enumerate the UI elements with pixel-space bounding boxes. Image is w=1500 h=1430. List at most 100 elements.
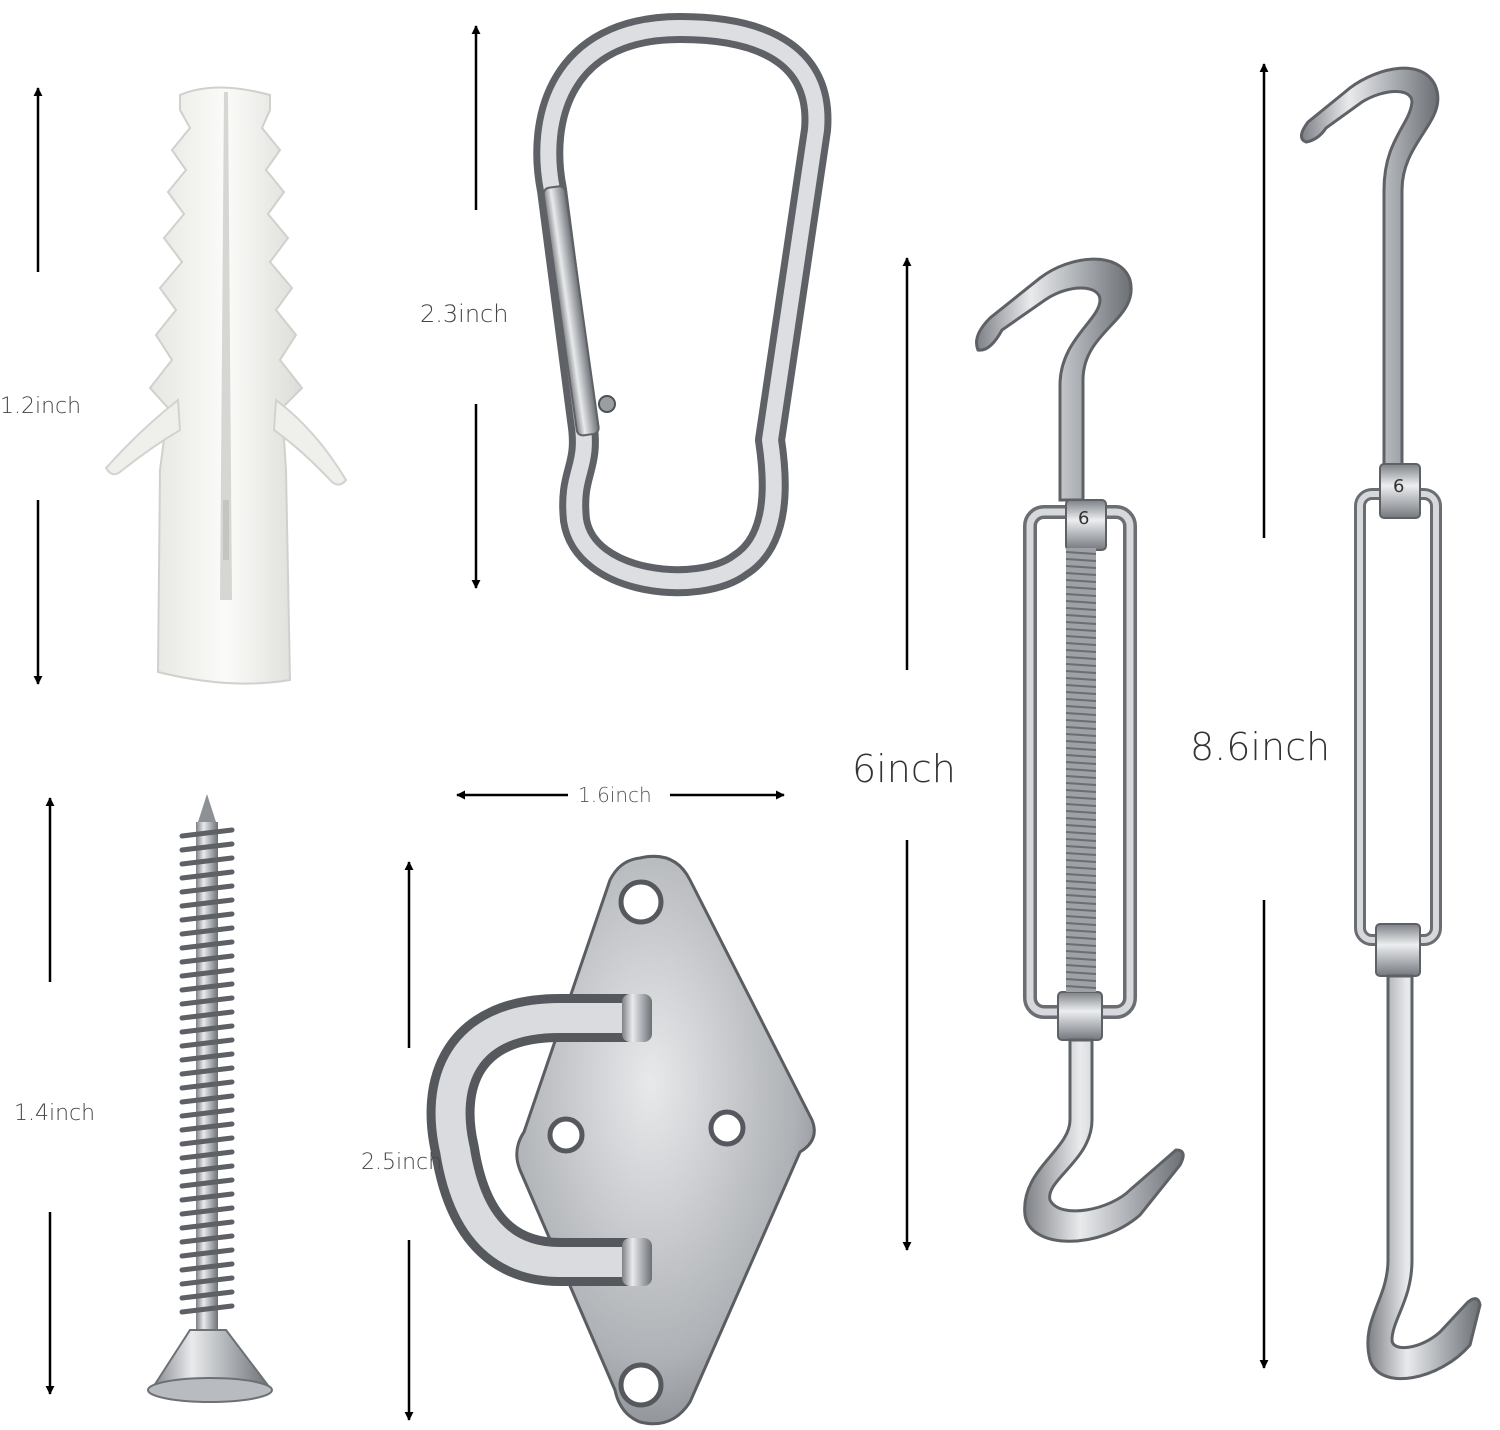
turnbuckle-thread: [1065, 670, 1097, 674]
screw-thread: [179, 869, 235, 881]
turnbuckle-thread: [1065, 691, 1097, 695]
screw-thread: [179, 827, 235, 839]
screw-thread: [179, 1107, 235, 1119]
turnbuckle-thread: [1065, 817, 1097, 821]
screw-thread: [179, 1163, 235, 1175]
turnbuckle-thread: [1065, 642, 1097, 646]
turnbuckle-thread: [1065, 628, 1097, 632]
turnbuckle-thread: [1065, 656, 1097, 660]
screw-thread: [179, 883, 235, 895]
screw-thread: [179, 939, 235, 951]
screw-thread: [179, 1261, 235, 1273]
screw-thread: [179, 1079, 235, 1091]
turnbuckle-thread: [1065, 936, 1097, 940]
screw-thread: [179, 1037, 235, 1049]
turnbuckle-thread: [1065, 754, 1097, 758]
turnbuckle-thread: [1065, 915, 1097, 919]
turnbuckle-thread: [1065, 733, 1097, 737]
screw-dimension-label: 1.4inch: [14, 1101, 96, 1126]
turnbuckle-short-image: [975, 257, 1185, 1243]
screw-thread: [179, 1009, 235, 1021]
turnbuckle-thread: [1065, 768, 1097, 772]
turnbuckle-thread: [1065, 852, 1097, 856]
screw-thread: [179, 855, 235, 867]
screw-thread: [179, 841, 235, 853]
turnbuckle-thread: [1065, 880, 1097, 884]
turnbuckle-thread: [1065, 971, 1097, 975]
screw-thread: [179, 1275, 235, 1287]
screw-thread: [179, 1051, 235, 1063]
screw-thread: [179, 1205, 235, 1217]
turnbuckle-thread: [1065, 551, 1097, 555]
turnbuckle-thread: [1065, 978, 1097, 982]
turnbuckle-thread: [1065, 950, 1097, 954]
turnbuckle-thread: [1065, 663, 1097, 667]
wall-anchor-image: [104, 86, 348, 685]
turnbuckle-thread: [1065, 824, 1097, 828]
carabiner-image: [533, 13, 832, 597]
turnbuckle-thread: [1065, 908, 1097, 912]
turnbuckle-thread: [1065, 565, 1097, 569]
turnbuckle-thread: [1065, 838, 1097, 842]
screw-image: [147, 794, 273, 1403]
turnbuckle-thread: [1065, 922, 1097, 926]
turnbuckle-thread: [1065, 831, 1097, 835]
screw-thread: [179, 1023, 235, 1035]
screw-thread: [179, 953, 235, 965]
screw-thread: [179, 1233, 235, 1245]
turnbuckle-thread: [1065, 635, 1097, 639]
padeye-width-dimension-label: 1.6inch: [578, 783, 652, 807]
turnbuckle-thread: [1065, 866, 1097, 870]
screw-thread: [179, 925, 235, 937]
turnbuckle-thread: [1065, 705, 1097, 709]
anchor-dimension-label: 1.2inch: [0, 394, 82, 419]
turnbuckle-thread: [1065, 719, 1097, 723]
turnbuckle-thread: [1065, 614, 1097, 618]
turnbuckle-thread: [1065, 579, 1097, 583]
turnbuckle-thread: [1065, 789, 1097, 793]
screw-thread: [179, 1191, 235, 1203]
turnbuckle-thread: [1065, 593, 1097, 597]
turnbuckle-thread: [1065, 859, 1097, 863]
turnbuckle-thread: [1065, 887, 1097, 891]
turnbuckle-thread: [1065, 684, 1097, 688]
screw-thread: [179, 1149, 235, 1161]
turnbuckle-thread: [1065, 726, 1097, 730]
turnbuckle-short-nut-number: 6: [1078, 508, 1090, 529]
turnbuckle-thread: [1065, 810, 1097, 814]
turnbuckle-thread: [1065, 747, 1097, 751]
turnbuckle-thread: [1065, 572, 1097, 576]
screw-thread: [179, 1219, 235, 1231]
turnbuckle-thread: [1065, 558, 1097, 562]
turnbuckle-long-nut-number: 6: [1393, 476, 1405, 497]
turnbuckle-thread: [1065, 649, 1097, 653]
screw-thread: [179, 1065, 235, 1077]
turnbuckle-thread: [1065, 796, 1097, 800]
screw-thread: [179, 995, 235, 1007]
turnbuckle-thread: [1065, 901, 1097, 905]
padeye-height-dimension-label: 2.5inch: [361, 1150, 443, 1175]
turnbuckle-thread: [1065, 607, 1097, 611]
turnbuckle-thread: [1065, 712, 1097, 716]
turnbuckle-thread: [1065, 775, 1097, 779]
screw-thread: [179, 1247, 235, 1259]
screw-thread: [179, 967, 235, 979]
turnbuckle-thread: [1065, 761, 1097, 765]
turnbuckle-thread: [1065, 586, 1097, 590]
turnbuckle-thread: [1065, 740, 1097, 744]
turnbuckle-thread: [1065, 677, 1097, 681]
turnbuckle-thread: [1065, 929, 1097, 933]
turnbuckle-long-image: [1300, 66, 1482, 1381]
turnbuckle-thread: [1065, 621, 1097, 625]
turnbuckle-thread: [1065, 957, 1097, 961]
carabiner-dimension-label: 2.3inch: [420, 300, 509, 328]
screw-thread: [179, 1303, 235, 1315]
pad-eye-plate-image: [426, 854, 816, 1426]
turnbuckle-thread: [1065, 600, 1097, 604]
screw-thread: [179, 1093, 235, 1105]
turnbuckle-thread: [1065, 873, 1097, 877]
screw-thread: [179, 981, 235, 993]
turnbuckle-thread: [1065, 964, 1097, 968]
turnbuckle-short-dimension-label: 6inch: [852, 747, 956, 791]
